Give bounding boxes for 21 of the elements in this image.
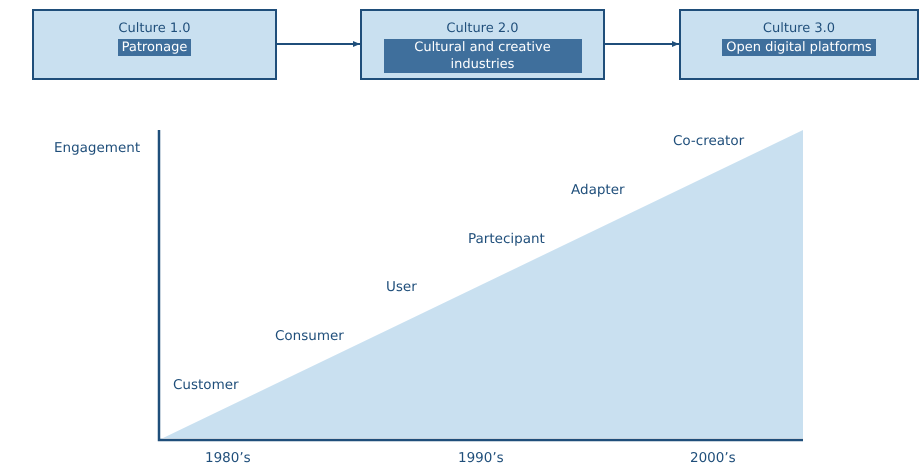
stage-label: Adapter: [571, 182, 625, 198]
stage-subtitle: Cultural and creative industries: [384, 39, 582, 73]
tick-label: 1990’s: [458, 450, 504, 466]
arrow: [605, 41, 679, 47]
stage-title: Culture 2.0: [446, 20, 519, 37]
stage-label: Customer: [173, 377, 239, 393]
axis-label: Engagement: [54, 140, 140, 156]
arrow: [277, 41, 360, 47]
stage-subtitle: Open digital platforms: [722, 39, 876, 56]
tick-label: 2000’s: [690, 450, 736, 466]
stage-label: Consumer: [275, 328, 344, 344]
stage-title: Culture 1.0: [118, 20, 191, 37]
stage-title: Culture 3.0: [762, 20, 836, 37]
stage-label: Co-creator: [673, 133, 744, 149]
tick-label: 1980’s: [205, 450, 251, 466]
stage-box: [32, 9, 277, 80]
stage-label: User: [386, 279, 417, 295]
stage-subtitle: Patronage: [118, 39, 192, 56]
stage-box: [679, 9, 919, 80]
stage-box: [360, 9, 605, 80]
stage-label: Partecipant: [468, 231, 545, 247]
